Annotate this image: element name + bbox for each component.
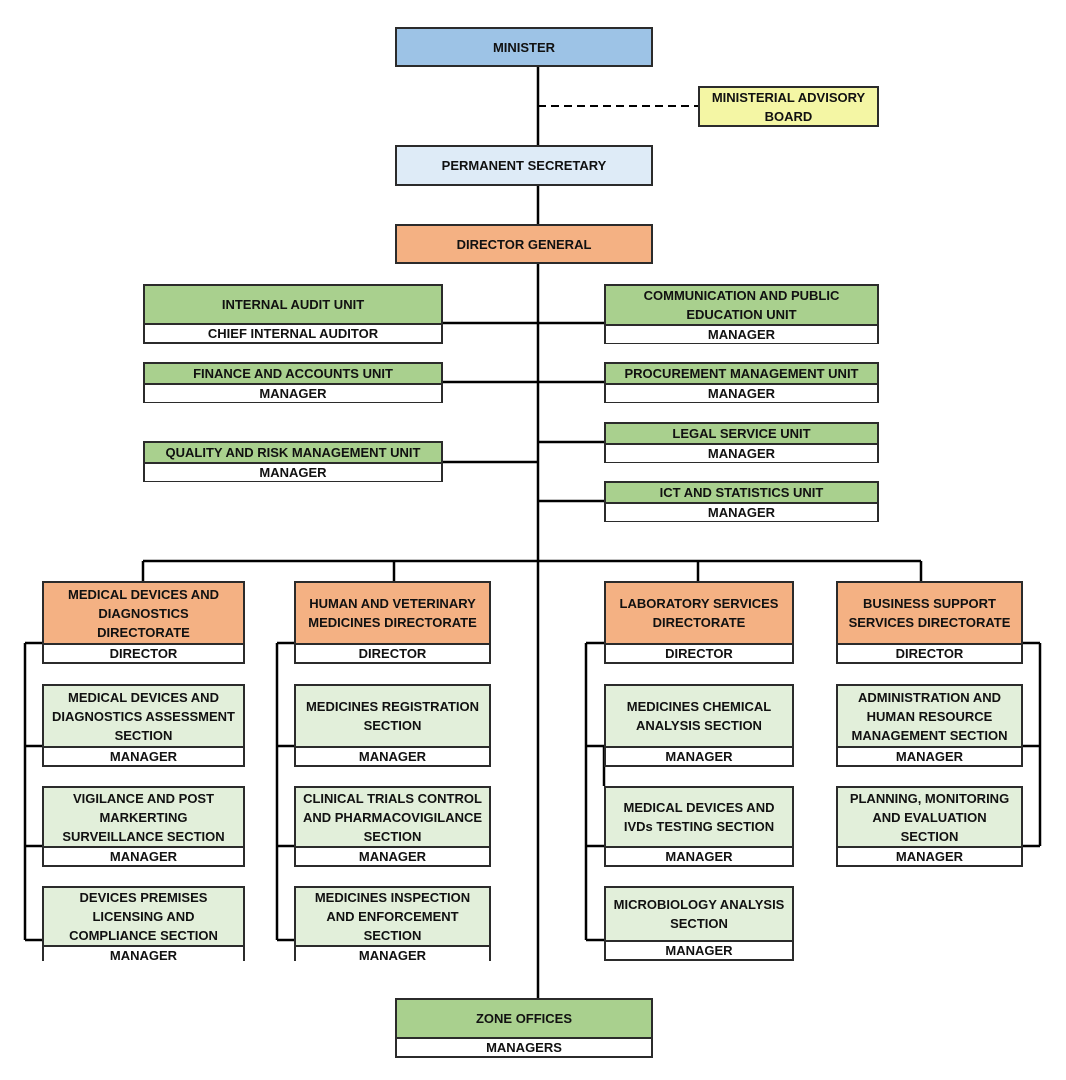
- laboratory-directorate: LABORATORY SERVICES DIRECTORATE DIRECTOR: [604, 581, 794, 664]
- section-box: ADMINISTRATION AND HUMAN RESOURCE MANAGE…: [836, 684, 1023, 767]
- unit-title: ICT AND STATISTICS UNIT: [659, 485, 824, 500]
- procurement-unit: PROCUREMENT MANAGEMENT UNIT MANAGER: [604, 362, 879, 403]
- unit-title: QUALITY AND RISK MANAGEMENT UNIT: [165, 445, 421, 460]
- finance-unit: FINANCE AND ACCOUNTS UNIT MANAGER: [143, 362, 443, 403]
- section-title: DEVICES PREMISES LICENSING AND COMPLIANC…: [69, 890, 218, 943]
- section-box: PLANNING, MONITORING AND EVALUATION SECT…: [836, 786, 1023, 867]
- medical-devices-directorate: MEDICAL DEVICES AND DIAGNOSTICS DIRECTOR…: [42, 581, 245, 664]
- section-box: VIGILANCE AND POST MARKERTING SURVEILLAN…: [42, 786, 245, 867]
- minister-box: MINISTER: [395, 27, 653, 67]
- ict-unit: ICT AND STATISTICS UNIT MANAGER: [604, 481, 879, 522]
- unit-title: COMMUNICATION AND PUBLIC EDUCATION UNIT: [643, 288, 840, 322]
- section-head: MANAGER: [606, 746, 792, 765]
- directorate-head: DIRECTOR: [838, 643, 1021, 662]
- unit-title: INTERNAL AUDIT UNIT: [221, 297, 365, 312]
- medicines-directorate: HUMAN AND VETERINARY MEDICINES DIRECTORA…: [294, 581, 491, 664]
- section-head: MANAGER: [838, 746, 1021, 765]
- section-title: MEDICINES CHEMICAL ANALYSIS SECTION: [626, 699, 772, 733]
- section-head: MANAGER: [838, 846, 1021, 865]
- advisory-board-box: MINISTERIAL ADVISORY BOARD: [698, 86, 879, 127]
- legal-unit: LEGAL SERVICE UNIT MANAGER: [604, 422, 879, 463]
- unit-title: LEGAL SERVICE UNIT: [672, 426, 811, 441]
- section-title: MICROBIOLOGY ANALYSIS SECTION: [613, 897, 785, 931]
- section-box: MEDICAL DEVICES AND IVDs TESTING SECTION…: [604, 786, 794, 867]
- section-head: MANAGER: [296, 945, 489, 964]
- section-head: MANAGER: [44, 746, 243, 765]
- unit-title: PROCUREMENT MANAGEMENT UNIT: [624, 366, 859, 381]
- quality-unit: QUALITY AND RISK MANAGEMENT UNIT MANAGER: [143, 441, 443, 482]
- section-head: MANAGER: [296, 746, 489, 765]
- unit-head: MANAGER: [145, 383, 441, 402]
- section-box: MEDICINES CHEMICAL ANALYSIS SECTION MANA…: [604, 684, 794, 767]
- directorate-head: DIRECTOR: [296, 643, 489, 662]
- director-general-title: DIRECTOR GENERAL: [456, 236, 592, 252]
- communication-unit: COMMUNICATION AND PUBLIC EDUCATION UNIT …: [604, 284, 879, 344]
- section-head: MANAGER: [44, 945, 243, 964]
- zone-offices-box: ZONE OFFICES MANAGERS: [395, 998, 653, 1058]
- section-box: MICROBIOLOGY ANALYSIS SECTION MANAGER: [604, 886, 794, 961]
- unit-head: MANAGER: [145, 462, 441, 481]
- internal-audit-unit: INTERNAL AUDIT UNIT CHIEF INTERNAL AUDIT…: [143, 284, 443, 344]
- section-head: MANAGER: [296, 846, 489, 865]
- director-general-box: DIRECTOR GENERAL: [395, 224, 653, 264]
- zone-offices-head: MANAGERS: [397, 1037, 651, 1056]
- section-title: VIGILANCE AND POST MARKERTING SURVEILLAN…: [62, 790, 225, 844]
- directorate-title: MEDICAL DEVICES AND DIAGNOSTICS DIRECTOR…: [68, 586, 219, 640]
- unit-title: FINANCE AND ACCOUNTS UNIT: [193, 366, 393, 381]
- section-head: MANAGER: [606, 846, 792, 865]
- section-box: DEVICES PREMISES LICENSING AND COMPLIANC…: [42, 886, 245, 964]
- permanent-secretary-box: PERMANENT SECRETARY: [395, 145, 653, 186]
- directorate-title: BUSINESS SUPPORT SERVICES DIRECTORATE: [848, 596, 1011, 630]
- zone-offices-title: ZONE OFFICES: [475, 1011, 573, 1026]
- section-title: MEDICINES INSPECTION AND ENFORCEMENT SEC…: [314, 890, 471, 943]
- unit-head: CHIEF INTERNAL AUDITOR: [145, 323, 441, 342]
- directorate-head: DIRECTOR: [606, 643, 792, 662]
- unit-head: MANAGER: [606, 502, 877, 521]
- section-box: MEDICAL DEVICES AND DIAGNOSTICS ASSESSME…: [42, 684, 245, 767]
- section-title: MEDICAL DEVICES AND DIAGNOSTICS ASSESSME…: [52, 689, 235, 743]
- directorate-title: HUMAN AND VETERINARY MEDICINES DIRECTORA…: [308, 596, 477, 630]
- minister-title: MINISTER: [492, 39, 556, 55]
- section-title: ADMINISTRATION AND HUMAN RESOURCE MANAGE…: [851, 689, 1008, 743]
- section-title: PLANNING, MONITORING AND EVALUATION SECT…: [849, 790, 1010, 844]
- unit-head: MANAGER: [606, 443, 877, 462]
- business-directorate: BUSINESS SUPPORT SERVICES DIRECTORATE DI…: [836, 581, 1023, 664]
- section-box: CLINICAL TRIALS CONTROL AND PHARMACOVIGI…: [294, 786, 491, 867]
- unit-head: MANAGER: [606, 324, 877, 343]
- directorate-title: LABORATORY SERVICES DIRECTORATE: [619, 596, 779, 630]
- section-head: MANAGER: [606, 940, 792, 959]
- section-title: MEDICAL DEVICES AND IVDs TESTING SECTION: [623, 800, 775, 834]
- section-box: MEDICINES INSPECTION AND ENFORCEMENT SEC…: [294, 886, 491, 964]
- advisory-board-title: MINISTERIAL ADVISORY BOARD: [711, 89, 866, 124]
- directorate-head: DIRECTOR: [44, 643, 243, 662]
- unit-head: MANAGER: [606, 383, 877, 402]
- section-box: MEDICINES REGISTRATION SECTION MANAGER: [294, 684, 491, 767]
- permanent-secretary-title: PERMANENT SECRETARY: [441, 158, 607, 173]
- section-title: MEDICINES REGISTRATION SECTION: [305, 699, 480, 733]
- section-title: CLINICAL TRIALS CONTROL AND PHARMACOVIGI…: [302, 790, 483, 844]
- section-head: MANAGER: [44, 846, 243, 865]
